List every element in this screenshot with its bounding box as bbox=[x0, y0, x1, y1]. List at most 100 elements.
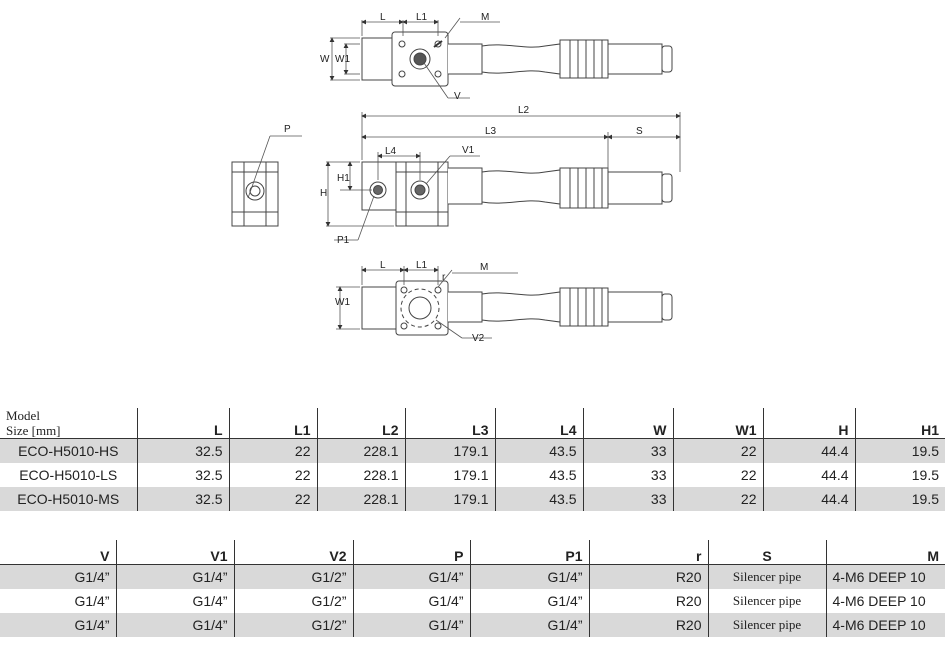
cell-r: R20 bbox=[588, 589, 708, 613]
dim-label-L-bottom: L bbox=[380, 260, 386, 271]
col-header-L3: L3 bbox=[404, 408, 495, 439]
col-header-S: S bbox=[707, 540, 826, 565]
dim-label-W: W bbox=[320, 54, 330, 65]
cell-P1: G1/4” bbox=[469, 613, 589, 637]
col-header-W: W bbox=[582, 408, 673, 439]
col-header-H1: H1 bbox=[854, 408, 945, 439]
cell-H1: 19.5 bbox=[854, 438, 945, 463]
table-row: G1/4” G1/4” G1/2” G1/4” G1/4” R20 Silenc… bbox=[0, 564, 945, 589]
cell-H: 44.4 bbox=[762, 438, 855, 463]
cell-r: R20 bbox=[588, 613, 708, 637]
end-view bbox=[231, 161, 279, 227]
cell-W: 33 bbox=[582, 463, 673, 487]
dim-label-r: r bbox=[442, 272, 446, 283]
cell-L4: 43.5 bbox=[494, 487, 583, 511]
cell-L3: 179.1 bbox=[404, 463, 495, 487]
col-header-r: r bbox=[588, 540, 708, 565]
cell-V: G1/4” bbox=[0, 564, 116, 589]
dim-label-W1-bottom: W1 bbox=[335, 297, 350, 308]
dim-label-V1: V1 bbox=[462, 145, 475, 156]
col-header-L2: L2 bbox=[316, 408, 405, 439]
col-header-V1: V1 bbox=[115, 540, 234, 565]
col-header-V: V bbox=[0, 540, 116, 565]
cell-W1: 22 bbox=[672, 463, 763, 487]
cell-L4: 43.5 bbox=[494, 463, 583, 487]
top-view-dimensions bbox=[329, 17, 500, 99]
cell-V1: G1/4” bbox=[115, 564, 234, 589]
cell-W1: 22 bbox=[672, 438, 763, 463]
cell-P: G1/4” bbox=[352, 564, 470, 589]
cell-L3: 179.1 bbox=[404, 438, 495, 463]
cell-L2: 228.1 bbox=[316, 463, 405, 487]
cell-V2: G1/2” bbox=[233, 589, 353, 613]
cell-V2: G1/2” bbox=[233, 613, 353, 637]
spec-table-header-row: Model Size [mm] L L1 L2 L3 L4 W W1 H H1 bbox=[0, 408, 945, 439]
cell-S: Silencer pipe bbox=[707, 613, 826, 637]
cell-L1: 22 bbox=[228, 438, 317, 463]
bottom-view-dimensions bbox=[336, 266, 518, 339]
cell-S: Silencer pipe bbox=[707, 589, 826, 613]
dim-label-L2: L2 bbox=[518, 105, 530, 116]
cell-H: 44.4 bbox=[762, 487, 855, 511]
model-size-header: Model Size [mm] bbox=[0, 408, 137, 439]
dim-label-W1: W1 bbox=[335, 54, 350, 65]
col-header-W1: W1 bbox=[672, 408, 763, 439]
cell-W: 33 bbox=[582, 487, 673, 511]
dim-label-L3: L3 bbox=[485, 126, 497, 137]
col-header-P1: P1 bbox=[469, 540, 589, 565]
cell-W: 33 bbox=[582, 438, 673, 463]
cell-V1: G1/4” bbox=[115, 589, 234, 613]
bottom-view bbox=[361, 280, 673, 336]
cell-H1: 19.5 bbox=[854, 487, 945, 511]
cell-L4: 43.5 bbox=[494, 438, 583, 463]
cell-P1: G1/4” bbox=[469, 564, 589, 589]
dim-label-L4: L4 bbox=[385, 146, 397, 157]
cell-M: 4-M6 DEEP 10 bbox=[825, 589, 945, 613]
cell-S: Silencer pipe bbox=[707, 564, 826, 589]
dim-label-V2: V2 bbox=[472, 333, 485, 344]
table-row: G1/4” G1/4” G1/2” G1/4” G1/4” R20 Silenc… bbox=[0, 613, 945, 637]
dim-label-P: P bbox=[284, 124, 291, 135]
port-spec-table: V V1 V2 P P1 r S M G1/4” G1/4” G1/2” G1/… bbox=[0, 540, 945, 637]
cell-L1: 22 bbox=[228, 487, 317, 511]
dim-label-H: H bbox=[320, 188, 327, 199]
cell-L: 32.5 bbox=[136, 463, 229, 487]
cell-H1: 19.5 bbox=[854, 463, 945, 487]
table-row: ECO-H5010-MS 32.5 22 228.1 179.1 43.5 33… bbox=[0, 487, 945, 511]
model-label: Model bbox=[6, 408, 40, 423]
dim-label-M-bottom: M bbox=[480, 262, 488, 273]
cell-L2: 228.1 bbox=[316, 438, 405, 463]
dim-label-M: M bbox=[481, 12, 489, 23]
dim-label-V: V bbox=[454, 91, 461, 102]
cell-P: G1/4” bbox=[352, 613, 470, 637]
cell-M: 4-M6 DEEP 10 bbox=[825, 613, 945, 637]
col-header-L1: L1 bbox=[228, 408, 317, 439]
cell-L: 32.5 bbox=[136, 438, 229, 463]
col-header-M: M bbox=[825, 540, 945, 565]
table-row: G1/4” G1/4” G1/2” G1/4” G1/4” R20 Silenc… bbox=[0, 589, 945, 613]
cell-H: 44.4 bbox=[762, 463, 855, 487]
col-header-L: L bbox=[136, 408, 229, 439]
col-header-V2: V2 bbox=[233, 540, 353, 565]
cell-W1: 22 bbox=[672, 487, 763, 511]
cell-V: G1/4” bbox=[74, 593, 110, 609]
port-table-header-row: V V1 V2 P P1 r S M bbox=[0, 540, 945, 565]
model-cell: ECO-H5010-HS bbox=[0, 438, 137, 463]
size-unit-label: Size [mm] bbox=[6, 423, 61, 438]
cell-V: G1/4” bbox=[0, 613, 116, 637]
cell-P: G1/4” bbox=[352, 589, 470, 613]
dim-label-P1: P1 bbox=[337, 235, 350, 246]
cell-P1: G1/4” bbox=[469, 589, 589, 613]
side-view bbox=[361, 161, 673, 227]
cell-r: R20 bbox=[588, 564, 708, 589]
side-view-dimensions bbox=[325, 112, 681, 241]
technical-drawing: L L1 M W W1 V P bbox=[231, 12, 681, 344]
col-header-P: P bbox=[352, 540, 470, 565]
cell-V1: G1/4” bbox=[115, 613, 234, 637]
dim-label-L: L bbox=[380, 12, 386, 23]
cell-L: 32.5 bbox=[136, 487, 229, 511]
cell-V2: G1/2” bbox=[233, 564, 353, 589]
cell-L1: 22 bbox=[228, 463, 317, 487]
cell-L2: 228.1 bbox=[316, 487, 405, 511]
top-view bbox=[361, 31, 673, 87]
